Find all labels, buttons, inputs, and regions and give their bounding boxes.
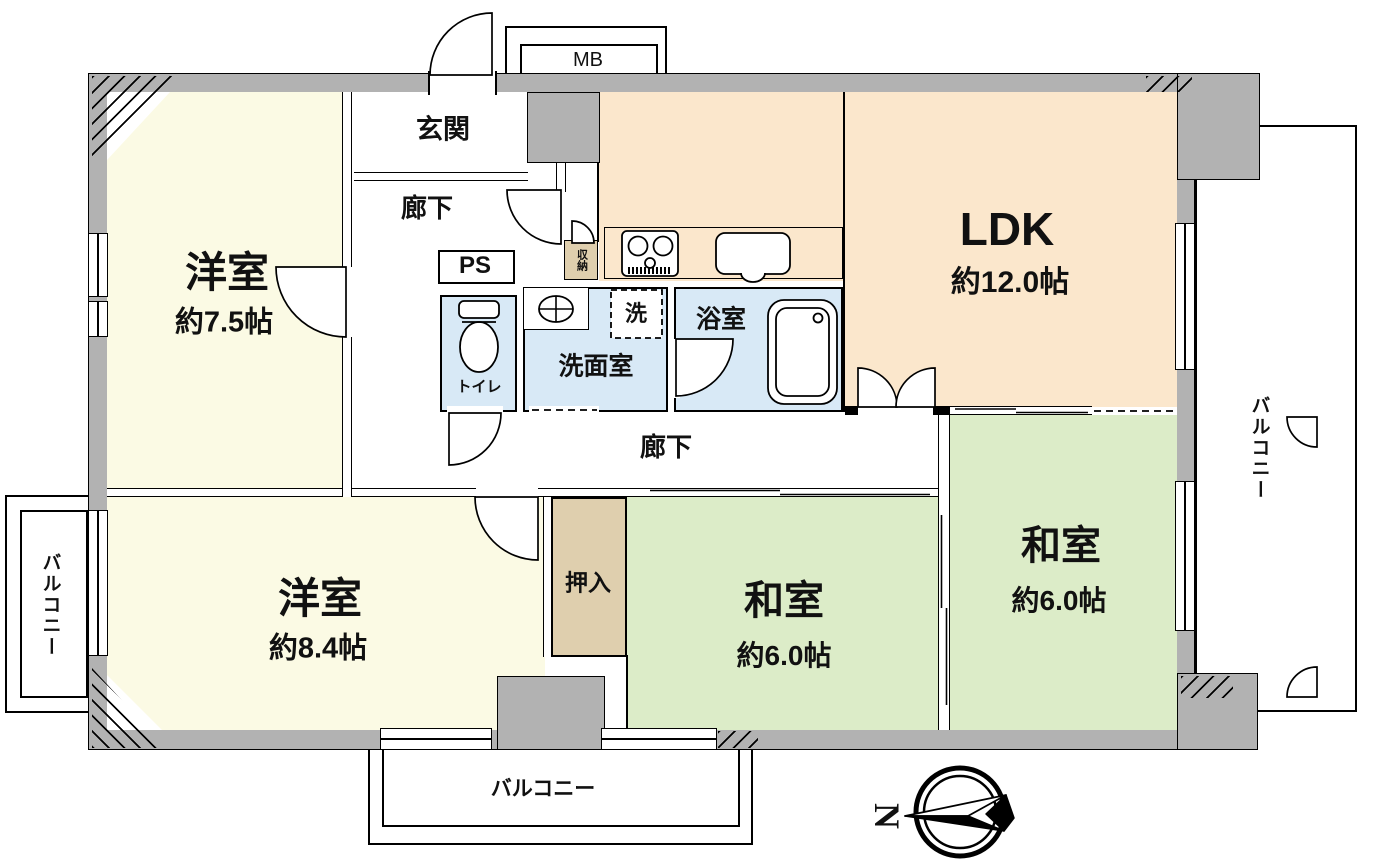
wall-japanese-bottom-west-line (626, 655, 628, 730)
label-meter-box: MB (573, 49, 603, 71)
window-western1-left-a (88, 233, 108, 297)
label-hallway-upper: 廊下 (400, 193, 454, 223)
room-western-8-4 (107, 497, 545, 730)
window-western1-left-b (88, 301, 108, 337)
window-ldk-right (1175, 223, 1195, 370)
label-genkan: 玄関 (416, 114, 470, 145)
label-hallway-lower: 廊下 (639, 432, 693, 462)
window-western2-bottom (380, 728, 492, 750)
wall-corridor-west-1 (342, 92, 352, 267)
wall-corridor-south-2 (538, 488, 628, 497)
label-bathroom: 浴室 (695, 305, 747, 334)
room-japanese-right (950, 415, 1177, 730)
closet-oshiire (551, 497, 627, 657)
toilet-door-gap (447, 406, 503, 414)
label-balcony-left: バルコニー (39, 552, 61, 658)
wall-block-bottom-mid (497, 676, 605, 750)
window-japanese-bottom (601, 728, 717, 750)
label-north: N (867, 803, 907, 829)
label-japanese1-size: 約6.0帖 (736, 640, 832, 671)
window-western2-left (88, 510, 108, 656)
bathroom-door-gap (672, 339, 680, 398)
label-western1-size: 約7.5帖 (174, 306, 274, 339)
window-japanese-right (1175, 481, 1195, 631)
label-washroom: 洗面室 (558, 352, 634, 381)
room-japanese-bottom (627, 497, 938, 730)
label-shuno: 収納 (575, 249, 588, 271)
balcony-bottom-inner (382, 748, 740, 827)
wall-kitchen-entry (556, 163, 566, 192)
wall-japanese-bottom-top (627, 488, 938, 497)
pipe-space (438, 250, 515, 284)
label-western2-name: 洋室 (277, 575, 363, 622)
label-ldk-size: 約12.0帖 (950, 266, 1070, 299)
wall-japanese-right-west (938, 406, 950, 497)
label-ps: PS (458, 252, 492, 279)
label-toilet: トイレ (456, 378, 502, 396)
wall-corridor-south-1 (345, 488, 476, 497)
label-balcony-bottom: バルコニー (490, 777, 596, 801)
washroom-sliding-gap (529, 406, 599, 414)
label-japanese1-name: 和室 (744, 579, 824, 623)
label-japanese2-name: 和室 (1021, 524, 1101, 568)
label-ldk-name: LDK (959, 203, 1055, 255)
genkan-step (354, 172, 528, 181)
label-washer: 洗 (624, 301, 648, 326)
washroom-counter (523, 287, 589, 330)
label-western1-name: 洋室 (184, 249, 270, 296)
wall-oshiire-west (543, 497, 552, 657)
label-balcony-right: バルコニー (1248, 395, 1270, 501)
kitchen-counter (604, 227, 843, 279)
entrance-door-arc (429, 12, 493, 76)
label-japanese2-size: 約6.0帖 (1011, 585, 1107, 616)
wall-ldk-south-post-mid (933, 406, 950, 415)
wall-between-western-rooms (107, 488, 347, 497)
hatch-top-right (1146, 76, 1192, 92)
hatch-bottom-wall (718, 731, 758, 748)
hatch-bottom-right (1181, 676, 1233, 698)
wall-corridor-west-2 (342, 337, 352, 497)
wall-block-entry (527, 92, 600, 163)
entrance-doorway (428, 71, 497, 95)
wall-fusuma-band (938, 497, 950, 730)
label-western2-size: 約8.4帖 (268, 632, 368, 665)
label-oshiire: 押入 (565, 569, 611, 596)
room-ldk (845, 92, 1177, 407)
wall-kitchen-ldk-line (843, 92, 845, 412)
wall-ldk-south-post-left (845, 406, 858, 415)
balcony-left-inner (20, 510, 88, 698)
wall-kitchen-west-line (597, 163, 599, 242)
wall-ldk-south-band (948, 406, 1092, 415)
compass-icon (904, 765, 1015, 859)
balcony-right (1195, 125, 1357, 712)
